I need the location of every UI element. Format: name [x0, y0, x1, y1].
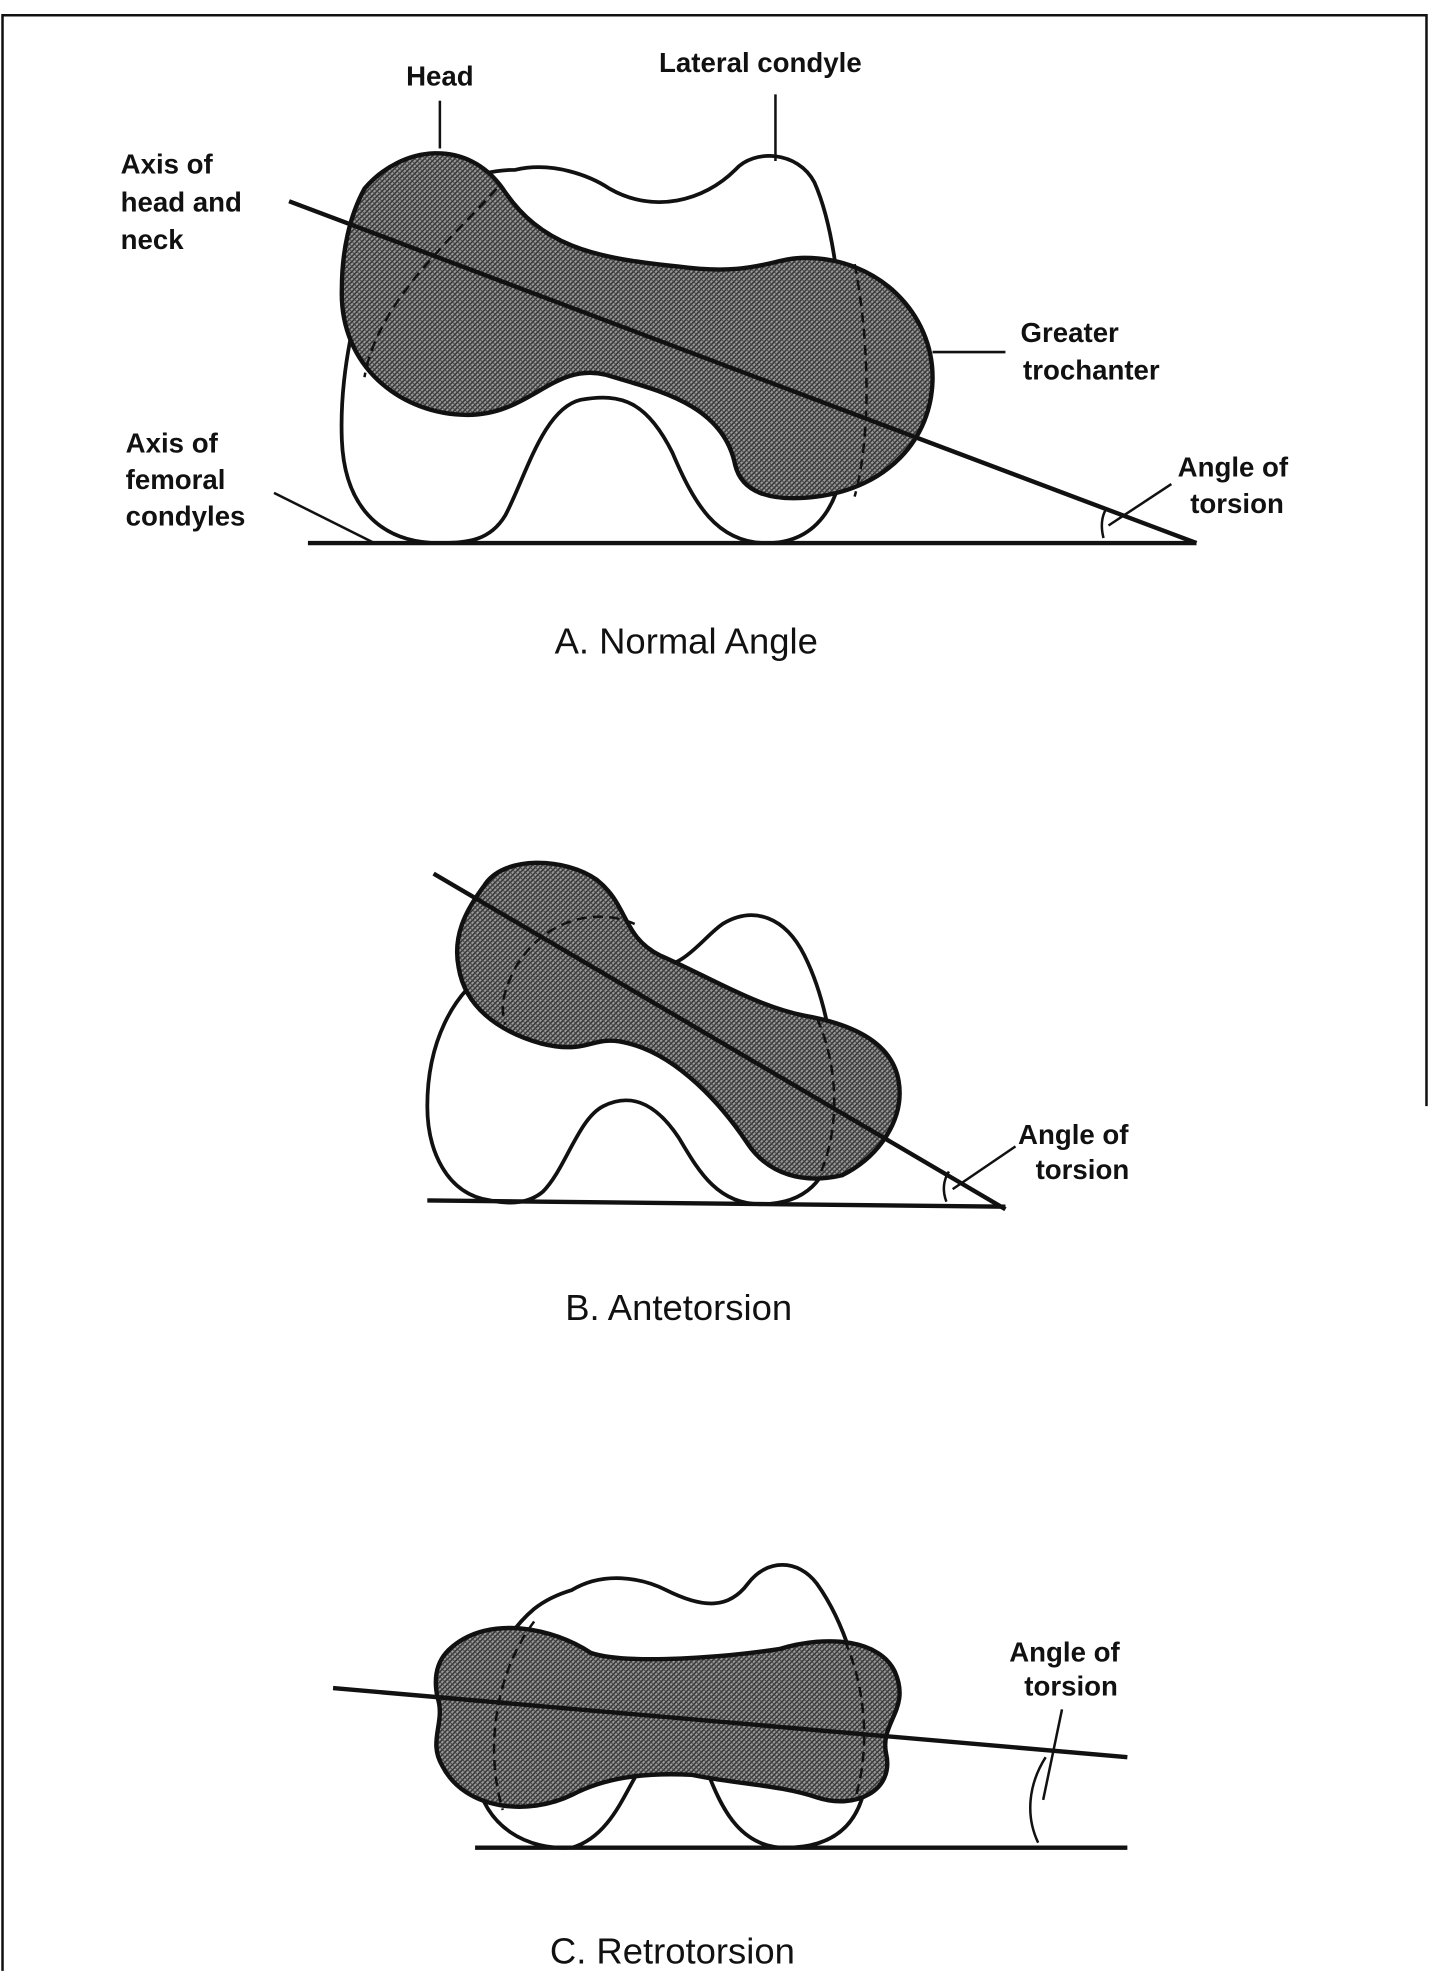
- hidden-outline-dashed: [363, 187, 498, 378]
- label-angle-of-torsion: Angle of: [1009, 1637, 1120, 1668]
- label-axis-condyles: femoral: [126, 464, 226, 495]
- label-axis-condyles: Axis of: [126, 428, 219, 459]
- axis-head-neck-line: [332, 1685, 1128, 1760]
- panel-c-retrotorsion: Angle of torsion C. Retrotorsion: [332, 1563, 1128, 1971]
- panel-title: C. Retrotorsion: [550, 1930, 795, 1971]
- label-lateral-condyle: Lateral condyle: [659, 47, 862, 78]
- angle-arc: [1029, 1756, 1047, 1844]
- label-axis-head-neck: head and: [121, 186, 242, 217]
- label-angle-of-torsion: Angle of: [1018, 1119, 1129, 1150]
- hidden-outline-dashed: [853, 263, 868, 497]
- hidden-outline-dashed: [501, 915, 636, 1025]
- hidden-outline-dashed: [843, 1639, 866, 1801]
- label-angle-of-torsion: torsion: [1024, 1671, 1118, 1702]
- leader-condyles: [273, 491, 376, 545]
- label-angle-of-torsion: Angle of: [1178, 451, 1289, 482]
- axis-head-neck-line: [432, 871, 1007, 1212]
- head-neck-trochanter-shaded: [339, 151, 935, 501]
- frame-border: [1, 13, 1428, 1971]
- head-neck-trochanter-shaded: [454, 860, 902, 1181]
- hidden-outline-dashed: [815, 1017, 836, 1176]
- panel-b-antetorsion: Angle of torsion B. Antetorsion: [425, 860, 1130, 1328]
- panel-title: B. Antetorsion: [565, 1287, 792, 1328]
- label-axis-head-neck: neck: [121, 224, 185, 255]
- label-angle-of-torsion: torsion: [1190, 488, 1284, 519]
- leader-angle: [951, 1145, 1017, 1191]
- panel-title: A. Normal Angle: [555, 621, 818, 662]
- angle-arc: [1100, 508, 1108, 539]
- axis-condyles-line: [427, 1198, 1006, 1209]
- leader-angle: [1041, 1709, 1064, 1801]
- label-axis-condyles: condyles: [126, 501, 246, 532]
- label-angle-of-torsion: torsion: [1036, 1154, 1130, 1185]
- hidden-outline-dashed: [492, 1620, 536, 1811]
- axis-head-neck-line: [288, 199, 1198, 546]
- label-greater-trochanter: trochanter: [1023, 355, 1160, 386]
- leader-angle: [1107, 482, 1173, 527]
- label-head: Head: [406, 61, 474, 92]
- label-greater-trochanter: Greater: [1021, 317, 1120, 348]
- angle-arc: [942, 1170, 950, 1203]
- label-axis-head-neck: Axis of: [121, 149, 214, 180]
- panel-a-normal-angle: Head Lateral condyle Axis of head and ne…: [121, 47, 1289, 662]
